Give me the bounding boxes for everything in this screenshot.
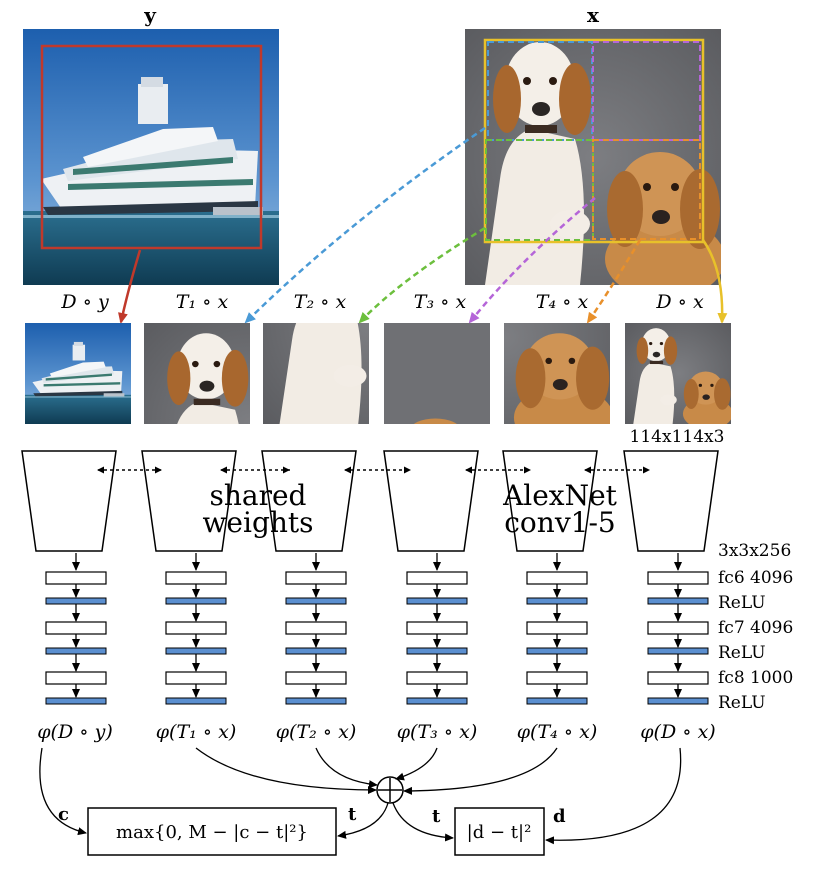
relu-bar <box>165 697 227 705</box>
fc-layer-box <box>285 621 347 635</box>
arrow-T1 <box>244 126 486 324</box>
shared-weights-line1: shared <box>210 479 307 512</box>
relu-bar <box>285 647 347 655</box>
edge-T2-to-sum <box>315 747 378 789</box>
relu-bar <box>406 647 468 655</box>
output-T1: φ(T₁ ∘ x) <box>156 721 237 743</box>
fc-layer-box <box>45 671 107 685</box>
crop-label-D-x: D ∘ x <box>655 291 704 313</box>
crop-box-T2 <box>485 139 594 241</box>
output-T2: φ(T₂ ∘ x) <box>276 721 357 743</box>
layer-label-relu3: ReLU <box>718 693 766 713</box>
edge-label-d: d <box>553 806 566 827</box>
input-size-label: 114x114x3 <box>630 427 725 447</box>
backbone-line1: AlexNet <box>502 479 618 512</box>
crop-label-T4: T₄ ∘ x <box>536 291 589 313</box>
fc-layer-box <box>285 571 347 585</box>
sum-node <box>376 776 404 804</box>
fc-layer-box <box>45 571 107 585</box>
relu-bar <box>285 597 347 605</box>
fc-layer-box <box>526 671 588 685</box>
output-T3: φ(T₃ ∘ x) <box>397 721 478 743</box>
relu-bar <box>647 647 709 655</box>
fc-layer-box <box>165 671 227 685</box>
edge-label-t-right: t <box>432 806 441 827</box>
crop-box-T3 <box>592 41 701 141</box>
image-y-ship <box>23 29 279 285</box>
relu-bar <box>45 697 107 705</box>
thumb-T3 <box>384 323 490 424</box>
thumb-D-x <box>625 323 731 424</box>
relu-bar <box>45 597 107 605</box>
relu-bar <box>526 647 588 655</box>
arrow-T3 <box>468 197 596 324</box>
layer-label-relu1: ReLU <box>718 593 766 613</box>
relu-bar <box>647 597 709 605</box>
output-D-x: φ(D ∘ x) <box>640 721 715 743</box>
relu-bar <box>526 597 588 605</box>
loss-box-right <box>454 807 545 856</box>
fc-layer-stacks <box>45 553 709 705</box>
thumb-D-y <box>25 323 131 424</box>
edge-sum-to-right-box <box>392 802 454 842</box>
fc-layer-box <box>526 571 588 585</box>
fc-layer-box <box>165 621 227 635</box>
fc-layer-box <box>285 671 347 685</box>
relu-bar <box>165 597 227 605</box>
fc-layer-box <box>526 621 588 635</box>
image-x-label: x <box>587 3 600 27</box>
fc-layer-box <box>45 621 107 635</box>
edge-T1-to-sum <box>195 747 377 794</box>
layer-label-conv: 3x3x256 <box>718 541 791 561</box>
fc-layer-box <box>406 571 468 585</box>
edge-label-t-left: t <box>348 804 357 825</box>
output-D-y: φ(D ∘ y) <box>37 721 113 743</box>
image-x-dogs <box>465 29 721 285</box>
output-T4: φ(T₄ ∘ x) <box>517 721 598 743</box>
arrow-D-y <box>118 249 142 324</box>
arrow-T4 <box>586 239 642 324</box>
image-y-label: y <box>143 3 157 27</box>
fc-layer-box <box>647 571 709 585</box>
edge-c-to-left-box <box>39 747 87 836</box>
edge-label-c: c <box>58 804 69 825</box>
crop-label-D-y: D ∘ y <box>60 291 109 313</box>
crop-box-D-y <box>40 44 263 250</box>
relu-bar <box>406 597 468 605</box>
edge-sum-to-left-box <box>337 802 389 839</box>
relu-bar <box>647 697 709 705</box>
shared-weights-line2: weights <box>202 506 313 539</box>
edge-T4-to-sum <box>403 747 558 795</box>
crop-box-T4 <box>592 139 701 240</box>
layer-label-fc8: fc8 1000 <box>718 668 793 688</box>
crop-label-T1: T₁ ∘ x <box>176 291 229 313</box>
edge-d-to-right-box <box>545 747 682 845</box>
crop-label-T3: T₃ ∘ x <box>414 291 467 313</box>
relu-bar <box>406 697 468 705</box>
edge-T3-to-sum <box>395 747 438 781</box>
fc-layer-box <box>406 621 468 635</box>
arrow-D-x <box>701 239 728 324</box>
loss-box-left <box>87 807 337 856</box>
backbone-line2: conv1-5 <box>504 506 615 539</box>
layer-label-fc6: fc6 4096 <box>718 568 793 588</box>
fc-layer-box <box>165 571 227 585</box>
loss-box-left-text: max{0, M − |c − t|²} <box>116 822 308 843</box>
loss-box-right-text: |d − t|² <box>467 822 532 843</box>
arrow-T2 <box>358 226 486 324</box>
fc-layer-box <box>647 671 709 685</box>
relu-bar <box>45 647 107 655</box>
layer-label-relu2: ReLU <box>718 643 766 663</box>
layer-label-fc7: fc7 4096 <box>718 618 793 638</box>
fc-layer-box <box>647 621 709 635</box>
relu-bar <box>165 647 227 655</box>
relu-bar <box>285 697 347 705</box>
relu-bar <box>526 697 588 705</box>
crop-label-T2: T₂ ∘ x <box>294 291 347 313</box>
fc-layer-box <box>406 671 468 685</box>
